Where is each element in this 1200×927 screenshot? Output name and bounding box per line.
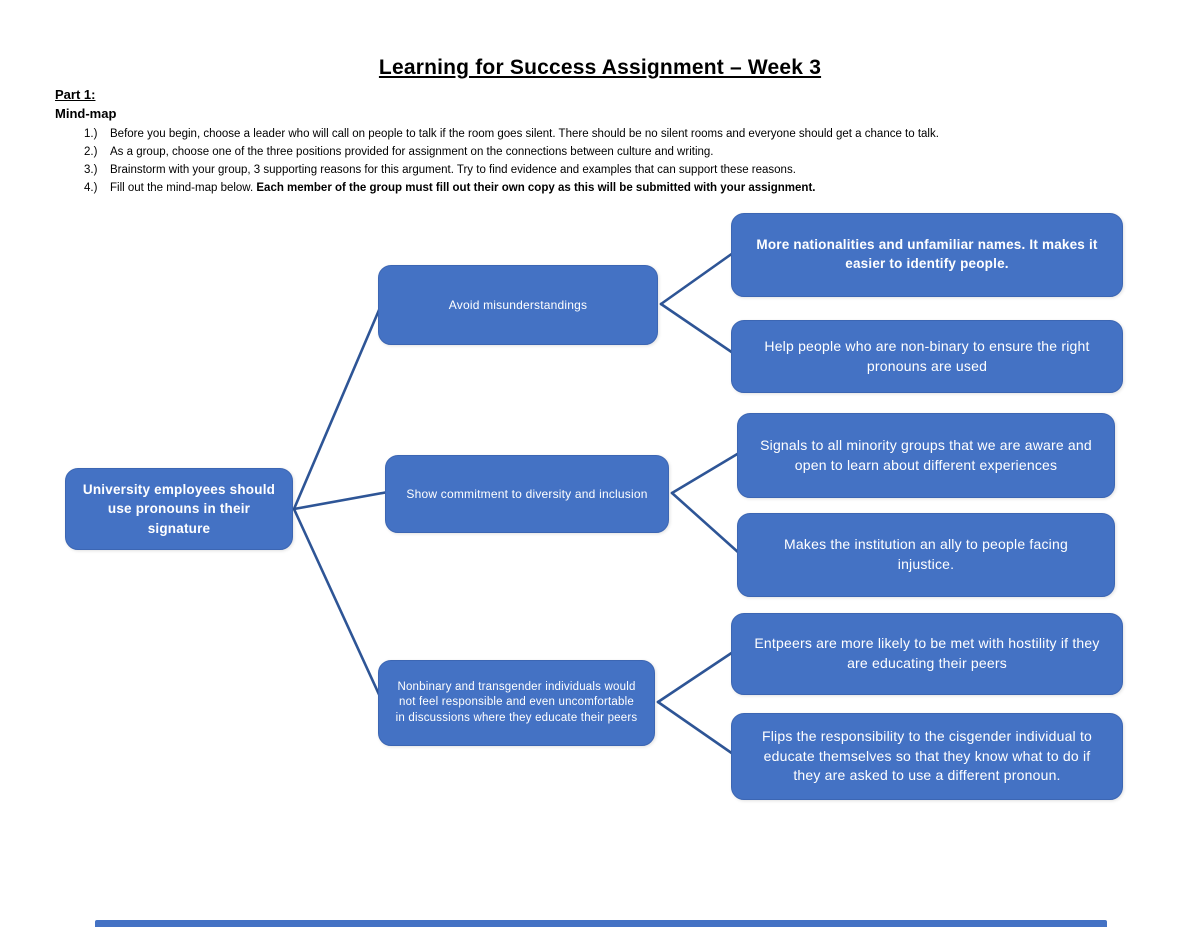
mindmap-branch-node-avoid-misunderstandings[interactable]: Avoid misunderstandings: [378, 265, 658, 345]
instruction-text: Fill out the mind-map below. Each member…: [110, 182, 816, 194]
connector-root-branch3: [292, 507, 384, 703]
instruction-item: 1.) Before you begin, choose a leader wh…: [84, 125, 1164, 143]
mindmap-leaf-node-hostility[interactable]: Entpeers are more likely to be met with …: [731, 613, 1123, 695]
mindmap-leaf-node-nationalities[interactable]: More nationalities and unfamiliar names.…: [731, 213, 1123, 297]
mindmap-leaf-node-help-nonbinary[interactable]: Help people who are non-binary to ensure…: [731, 320, 1123, 393]
connector-branch2-leaf3: [670, 451, 741, 495]
cropped-next-page-shape-edge: [95, 920, 1107, 927]
connector-root-branch1: [292, 301, 384, 511]
connector-root-branch2: [292, 490, 390, 511]
connector-branch3-leaf6: [656, 700, 735, 756]
mindmap-branch-node-nonbinary-individuals[interactable]: Nonbinary and transgender individuals wo…: [378, 660, 655, 746]
mindmap-root-node[interactable]: University employees should use pronouns…: [65, 468, 293, 550]
instruction-item: 4.) Fill out the mind-map below. Each me…: [84, 179, 1164, 197]
instruction-list: 1.) Before you begin, choose a leader wh…: [84, 125, 1164, 197]
connector-branch1-leaf2: [659, 302, 735, 355]
instruction-text: Before you begin, choose a leader who wi…: [110, 128, 939, 140]
instruction-number: 1.): [84, 128, 98, 140]
page-title: Learning for Success Assignment – Week 3: [378, 56, 822, 79]
instruction-text: As a group, choose one of the three posi…: [110, 146, 714, 158]
connector-branch2-leaf4: [670, 491, 741, 555]
instruction-number: 2.): [84, 146, 98, 158]
instruction-text: Brainstorm with your group, 3 supporting…: [110, 164, 796, 176]
mindmap-leaf-node-flips-responsibility[interactable]: Flips the responsibility to the cisgende…: [731, 713, 1123, 800]
mindmap-leaf-node-institution-ally[interactable]: Makes the institution an ally to people …: [737, 513, 1115, 597]
connector-branch1-leaf1: [659, 251, 735, 306]
instruction-item: 2.) As a group, choose one of the three …: [84, 143, 1164, 161]
instruction-number: 3.): [84, 164, 98, 176]
part-heading: Part 1:: [55, 87, 96, 102]
section-heading: Mind-map: [55, 106, 117, 121]
instruction-number: 4.): [84, 182, 98, 194]
mindmap-branch-node-show-commitment[interactable]: Show commitment to diversity and inclusi…: [385, 455, 669, 533]
connector-branch3-leaf5: [656, 650, 735, 704]
mindmap-leaf-node-signals-minority-groups[interactable]: Signals to all minority groups that we a…: [737, 413, 1115, 498]
instruction-item: 3.) Brainstorm with your group, 3 suppor…: [84, 161, 1164, 179]
